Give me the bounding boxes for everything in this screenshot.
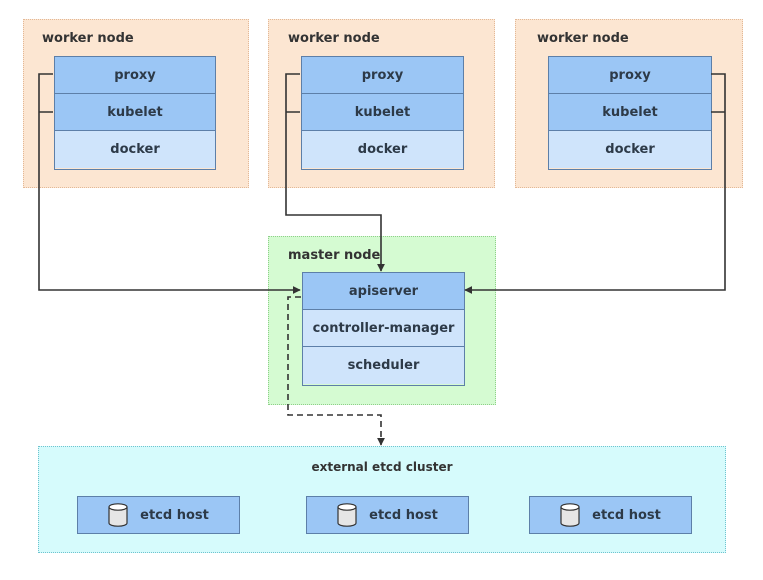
worker-node-title: worker node — [42, 31, 134, 46]
etcd-host-label: etcd host — [592, 507, 661, 523]
etcd-cluster-title: external etcd cluster — [311, 460, 453, 474]
etcd-host-1: etcd host — [77, 496, 240, 534]
kubelet-component: kubelet — [55, 94, 215, 131]
etcd-host-label: etcd host — [369, 507, 438, 523]
worker1-to-apiserver-connector — [38, 73, 300, 290]
external-etcd-cluster: external etcd cluster etcd host etcd hos… — [38, 446, 726, 553]
scheduler-component: scheduler — [303, 347, 464, 384]
worker-node-title: worker node — [537, 31, 629, 46]
proxy-component: proxy — [549, 57, 711, 94]
worker-component-stack: proxy kubelet docker — [301, 56, 464, 170]
apiserver-to-etcd-connector — [287, 296, 385, 446]
proxy-component: proxy — [302, 57, 463, 94]
etcd-host-3: etcd host — [529, 496, 692, 534]
database-icon — [337, 503, 357, 527]
worker-component-stack: proxy kubelet docker — [548, 56, 712, 170]
kubelet-component: kubelet — [549, 94, 711, 131]
etcd-host-2: etcd host — [306, 496, 469, 534]
docker-component: docker — [302, 131, 463, 168]
master-node-title: master node — [288, 248, 381, 263]
worker-node-title: worker node — [288, 31, 380, 46]
worker-node-2: worker node proxy kubelet docker — [268, 19, 495, 188]
worker3-to-apiserver-connector — [465, 73, 726, 290]
worker-node-1: worker node proxy kubelet docker — [23, 19, 249, 188]
worker-node-3: worker node proxy kubelet docker — [515, 19, 743, 188]
proxy-component: proxy — [55, 57, 215, 94]
worker2-to-apiserver-connector — [285, 73, 381, 271]
worker-component-stack: proxy kubelet docker — [54, 56, 216, 170]
etcd-host-label: etcd host — [140, 507, 209, 523]
docker-component: docker — [549, 131, 711, 168]
docker-component: docker — [55, 131, 215, 168]
database-icon — [108, 503, 128, 527]
database-icon — [560, 503, 580, 527]
controller-manager-component: controller-manager — [303, 310, 464, 347]
kubelet-component: kubelet — [302, 94, 463, 131]
